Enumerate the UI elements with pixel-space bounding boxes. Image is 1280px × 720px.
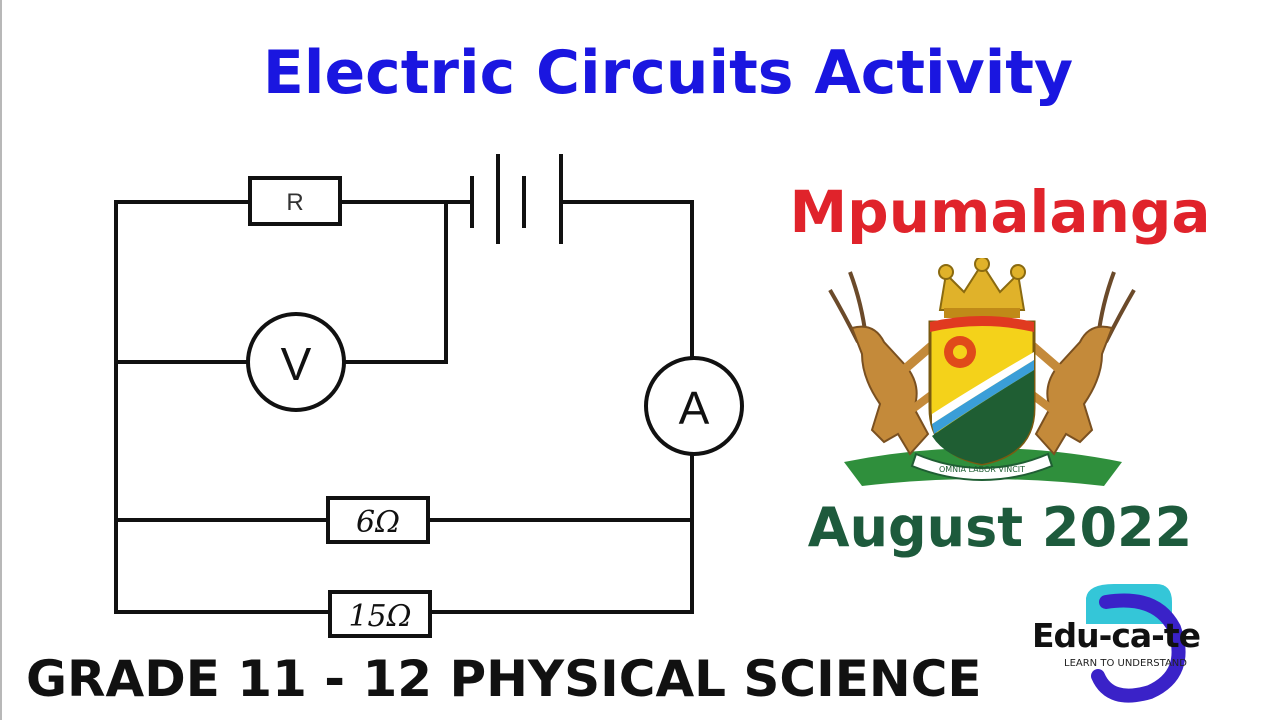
educate-logo-tagline: LEARN TO UNDERSTAND bbox=[1064, 658, 1187, 669]
educate-logo-mark-icon bbox=[1086, 584, 1186, 703]
province-heading: Mpumalanga bbox=[789, 178, 1211, 246]
frame-edge bbox=[0, 0, 2, 720]
date-heading: August 2022 bbox=[807, 496, 1193, 559]
crown-icon bbox=[938, 258, 1026, 318]
resistor-r bbox=[248, 176, 342, 226]
battery-icon bbox=[470, 154, 563, 244]
left-antelope-icon bbox=[828, 271, 942, 456]
right-antelope-icon bbox=[1022, 271, 1136, 456]
resistor-15-ohm bbox=[328, 590, 432, 638]
voltmeter-icon bbox=[246, 312, 346, 412]
resistor-6-ohm bbox=[326, 496, 430, 544]
resistor-6-ohm-label: 6Ω bbox=[356, 505, 400, 540]
resistor-15-ohm-label: 15Ω bbox=[348, 599, 411, 634]
shield-icon bbox=[928, 316, 1036, 466]
voltmeter-label: V bbox=[281, 338, 312, 390]
crest-motto: OMNIA LABOR VINCIT bbox=[939, 465, 1025, 474]
circuit-diagram: R V A 6Ω 15Ω bbox=[114, 154, 744, 638]
coat-of-arms-icon: OMNIA LABOR VINCIT bbox=[828, 258, 1136, 486]
resistor-r-label: R bbox=[286, 189, 303, 216]
educate-logo: Edu-ca-te LEARN TO UNDERSTAND bbox=[1026, 580, 1246, 710]
subject-banner: GRADE 11 - 12 PHYSICAL SCIENCE bbox=[26, 650, 982, 708]
educate-logo-name: Edu-ca-te bbox=[1032, 616, 1201, 655]
ammeter-icon bbox=[644, 356, 744, 456]
page-title: Electric Circuits Activity bbox=[262, 38, 1074, 108]
ammeter-label: A bbox=[679, 382, 710, 434]
